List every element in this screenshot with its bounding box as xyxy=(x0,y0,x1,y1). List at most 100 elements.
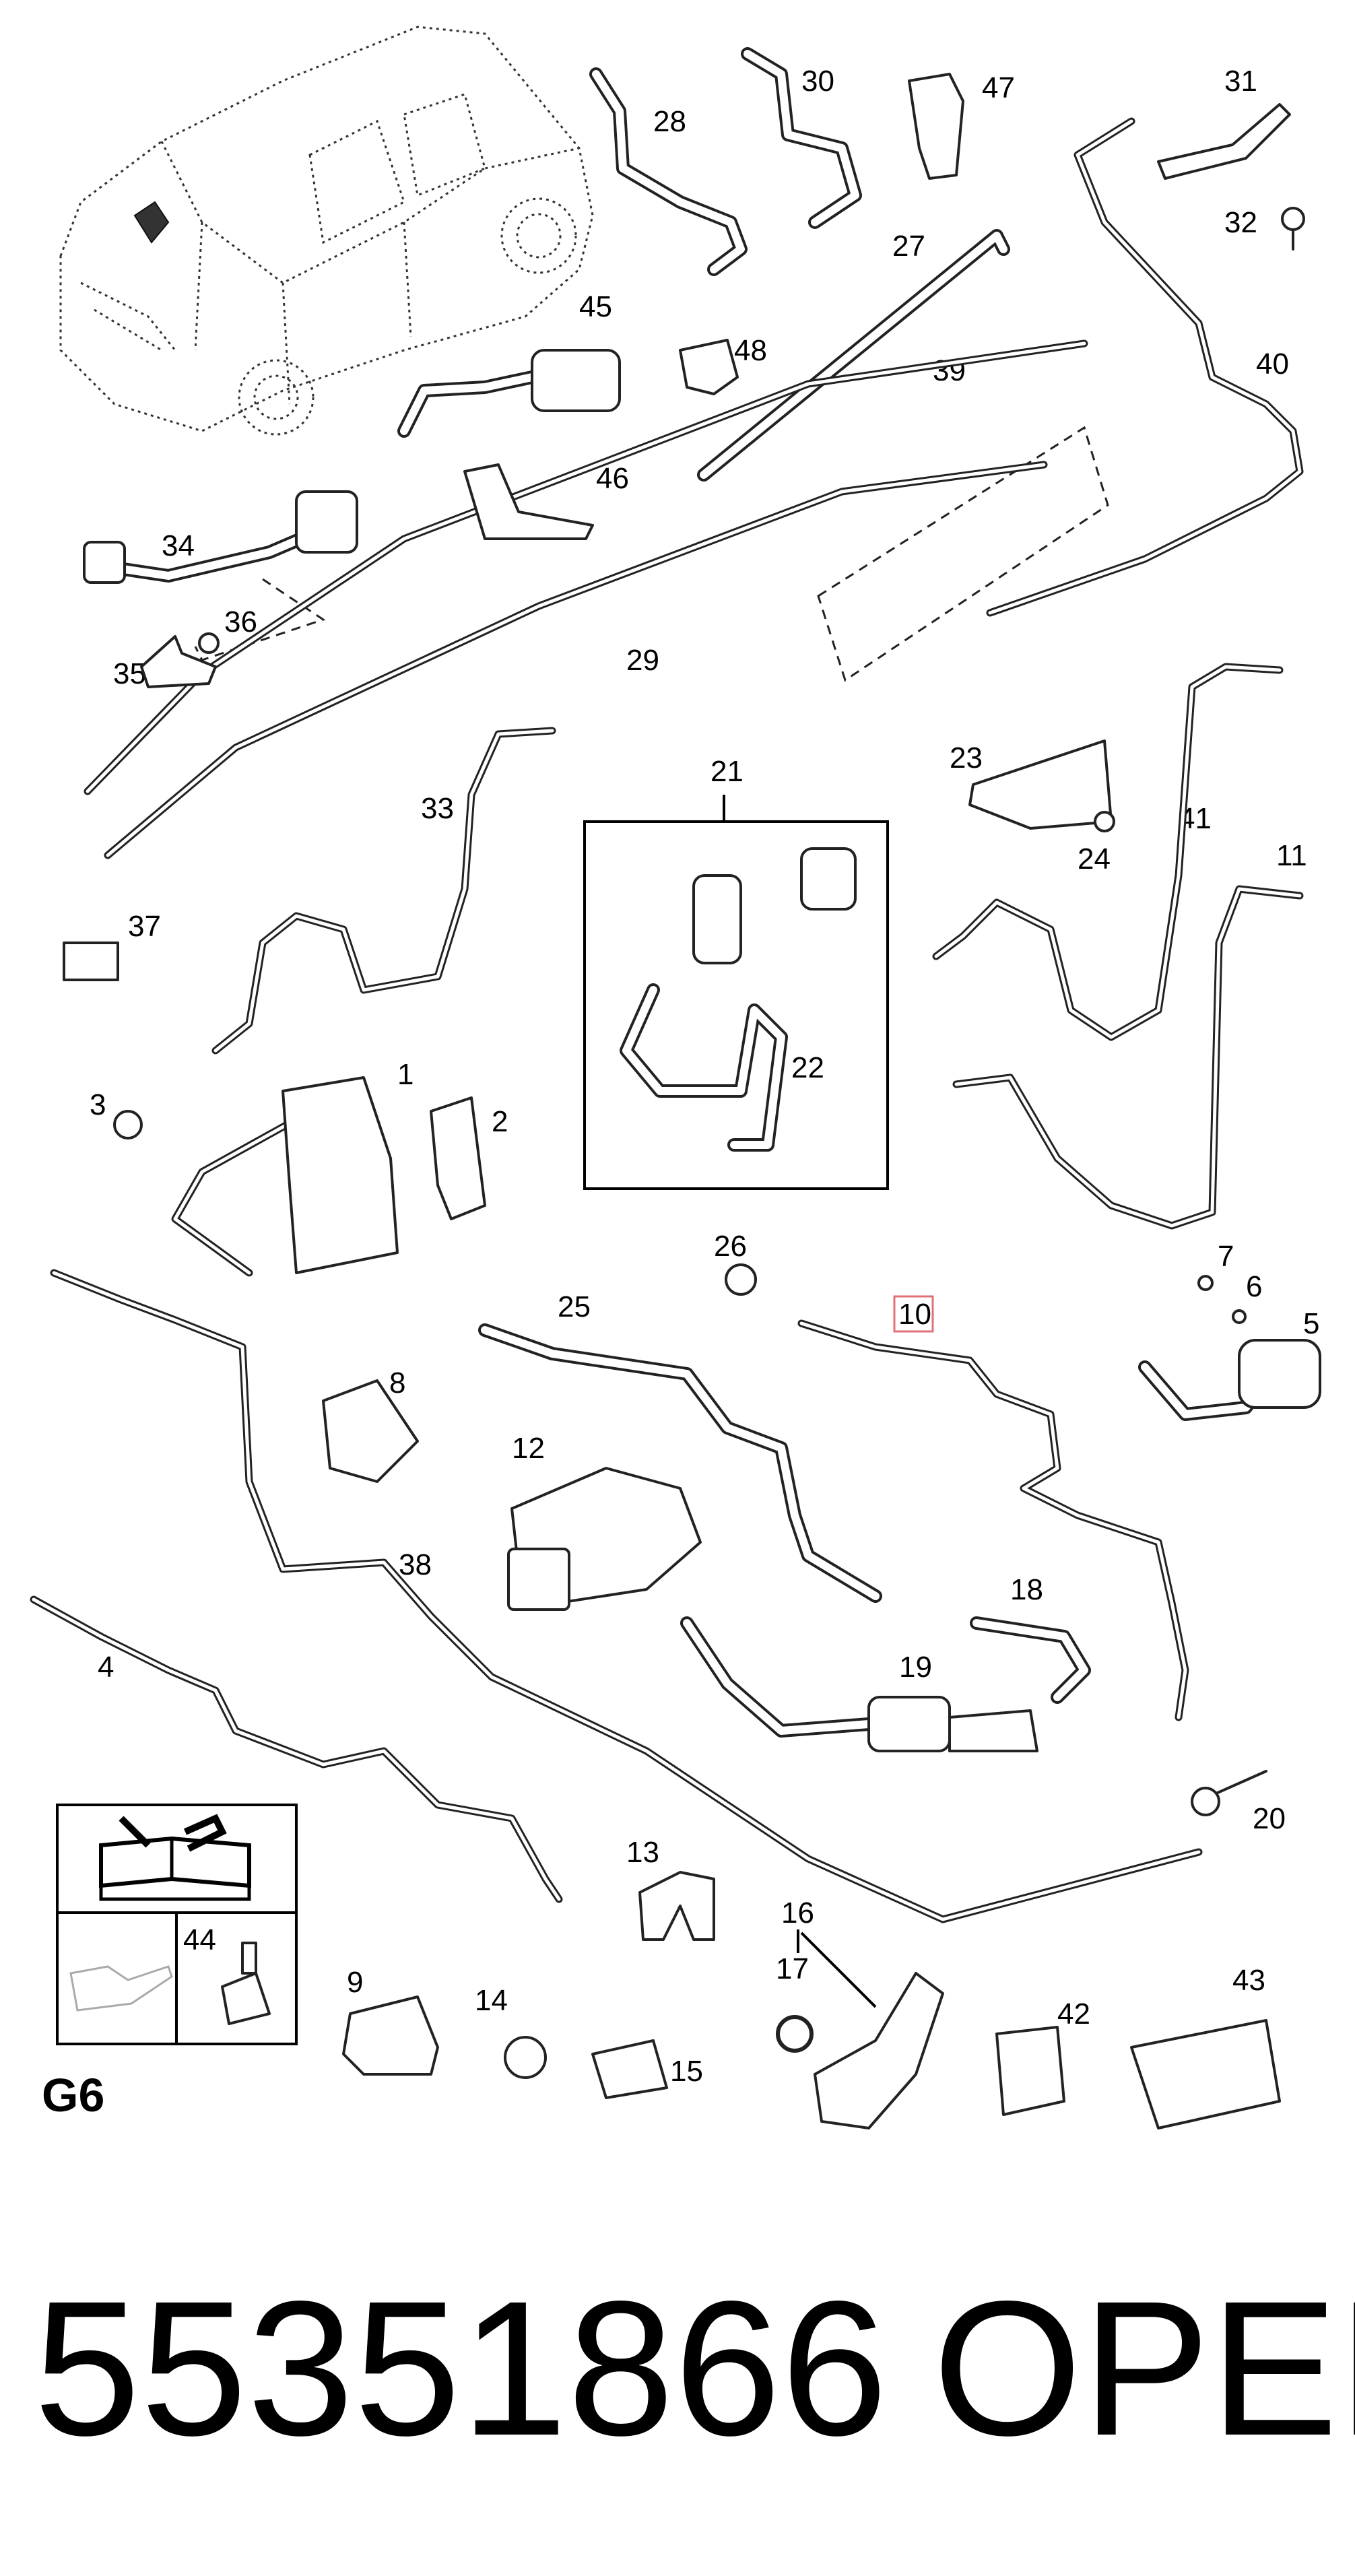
callout-25: 25 xyxy=(558,1290,591,1323)
callout-48: 48 xyxy=(734,334,767,367)
part-32-bolt xyxy=(1281,207,1305,251)
callout-33: 33 xyxy=(421,792,454,825)
part-44-fitting xyxy=(221,1942,271,2025)
part-42-clip xyxy=(995,2026,1065,2116)
part-48-clip xyxy=(679,339,739,395)
callout-44: 44 xyxy=(183,1923,216,1956)
book-wrench-icon xyxy=(99,1814,251,1901)
callout-11: 11 xyxy=(1276,839,1307,872)
callout-19: 19 xyxy=(899,1651,932,1684)
callout-22: 22 xyxy=(791,1051,824,1084)
callout-24: 24 xyxy=(1078,843,1111,876)
part-9-clip xyxy=(342,1995,439,2076)
callout-4: 4 xyxy=(98,1651,114,1684)
callout-31: 31 xyxy=(1224,65,1257,98)
part-13-bracket xyxy=(638,1871,715,1941)
part-21-valve-assembly xyxy=(620,847,857,1152)
part-4-line xyxy=(30,1595,563,1903)
callout-46: 46 xyxy=(596,462,629,495)
part-47-bracket xyxy=(908,73,964,180)
part-27-rod xyxy=(697,229,1010,482)
part-25-hose xyxy=(478,1323,882,1603)
part-41-hose xyxy=(932,663,1284,1041)
part-26-clamp xyxy=(725,1263,757,1296)
part-24-bolt xyxy=(1094,811,1115,832)
callout-18: 18 xyxy=(1010,1573,1043,1606)
callout-37: 37 xyxy=(128,910,161,943)
callout-26: 26 xyxy=(714,1230,747,1263)
part-28-hose xyxy=(589,67,748,276)
part-number: 55351866 xyxy=(34,2261,888,2476)
callout-14: 14 xyxy=(475,1984,508,2017)
callout-6: 6 xyxy=(1246,1270,1262,1303)
part-30-hose xyxy=(741,47,862,229)
callout-labels: 1 2 3 4 5 6 7 8 9 10 11 12 13 14 15 16 1… xyxy=(90,65,1319,2088)
part-43-clip xyxy=(1130,2019,1281,2129)
callout-40: 40 xyxy=(1256,348,1289,381)
legend-box xyxy=(56,1804,298,2045)
part-14-clip xyxy=(504,2036,547,2079)
callout-2: 2 xyxy=(492,1105,508,1138)
callout-16: 16 xyxy=(781,1896,814,1929)
callout-1: 1 xyxy=(397,1058,414,1091)
callout-34: 34 xyxy=(162,529,195,562)
part-16-connector xyxy=(814,1972,944,2129)
part-45-valve xyxy=(397,349,621,438)
part-12-valve xyxy=(507,1467,702,1611)
part-18-hose xyxy=(970,1616,1091,1704)
part-3-nut xyxy=(113,1110,143,1140)
part-33-hose xyxy=(211,727,556,1055)
part-6-washer xyxy=(1232,1309,1247,1324)
callout-32: 32 xyxy=(1224,206,1257,239)
part-36-bolt xyxy=(198,632,220,654)
callout-28: 28 xyxy=(653,105,686,138)
callout-17: 17 xyxy=(776,1952,809,1985)
callout-7: 7 xyxy=(1218,1240,1234,1273)
oil-can-icon xyxy=(69,1965,173,2012)
part-39-line xyxy=(84,339,1088,795)
callout-23: 23 xyxy=(950,741,983,774)
callout-3: 3 xyxy=(90,1088,106,1121)
part-31-bracket xyxy=(1157,103,1291,180)
callout-43: 43 xyxy=(1232,1964,1265,1997)
callout-27: 27 xyxy=(892,230,925,263)
part-46-bracket xyxy=(463,463,594,540)
callout-42: 42 xyxy=(1057,1997,1090,2030)
section-code: G6 xyxy=(42,2069,104,2121)
callout-20: 20 xyxy=(1253,1802,1286,1835)
part-29-line xyxy=(104,461,1048,859)
part-37-clip xyxy=(63,942,119,981)
callout-13: 13 xyxy=(626,1836,659,1869)
callout-36: 36 xyxy=(224,605,257,638)
callout-47: 47 xyxy=(982,71,1015,104)
part-17-oring xyxy=(776,2015,814,2053)
callout-10: 10 xyxy=(898,1298,931,1331)
callout-21: 21 xyxy=(710,755,743,788)
part-20-bolt xyxy=(1191,1770,1267,1816)
part-15-clip xyxy=(591,2039,668,2099)
leader-lines xyxy=(194,426,1109,2008)
part-5-valve xyxy=(1138,1339,1321,1421)
group-21-box xyxy=(583,820,889,1190)
part-38-line xyxy=(50,1269,1203,1923)
part-34-valve xyxy=(83,490,358,584)
callout-5: 5 xyxy=(1303,1307,1319,1340)
part-7-screw xyxy=(1197,1275,1214,1291)
callout-29: 29 xyxy=(626,644,659,677)
callout-30: 30 xyxy=(801,65,834,98)
callout-9: 9 xyxy=(347,1966,363,1999)
vehicle-outline xyxy=(59,26,594,436)
callout-35: 35 xyxy=(113,657,146,690)
part-35-bracket xyxy=(140,635,217,688)
callout-8: 8 xyxy=(389,1366,405,1399)
part-10-hose xyxy=(797,1319,1189,1721)
callout-15: 15 xyxy=(670,2055,703,2088)
part-40-line xyxy=(986,117,1304,617)
callout-12: 12 xyxy=(512,1432,545,1465)
part-11-hose xyxy=(952,885,1304,1230)
highlight-box-10 xyxy=(893,1295,934,1333)
part-8-connector xyxy=(322,1379,419,1483)
part-2-bracket xyxy=(430,1096,486,1220)
part-1-canister xyxy=(171,1076,399,1277)
